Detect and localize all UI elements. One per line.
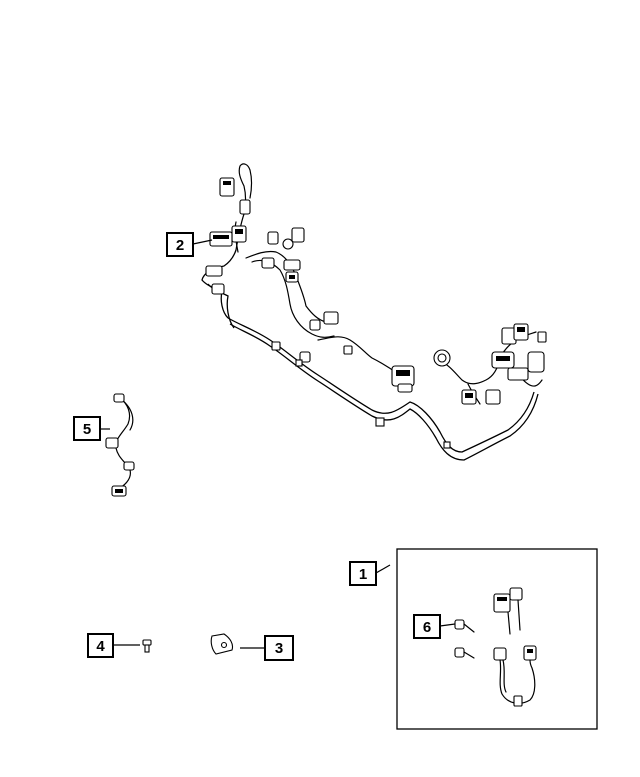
callout-4: 4 <box>87 633 114 658</box>
callout-2: 2 <box>166 232 194 257</box>
callout-6: 6 <box>413 614 441 639</box>
jumper-harness <box>105 393 135 497</box>
bracket-part <box>210 633 234 655</box>
callout-4-label: 4 <box>96 638 105 655</box>
callout-3-label: 3 <box>275 640 283 657</box>
callout-6-label: 6 <box>423 619 431 636</box>
callout-5: 5 <box>73 416 101 441</box>
leader-1 <box>375 564 391 574</box>
leader-2 <box>192 239 213 245</box>
kit-harness <box>454 587 537 707</box>
callout-5-label: 5 <box>83 421 91 438</box>
kit-frame <box>396 548 598 730</box>
leader-6 <box>439 623 456 627</box>
callout-2-label: 2 <box>176 237 184 254</box>
main-wiring-harness <box>201 163 547 461</box>
callout-1: 1 <box>349 561 377 586</box>
screw-part <box>142 639 152 653</box>
callout-1-label: 1 <box>359 566 367 583</box>
callout-3: 3 <box>264 635 294 661</box>
